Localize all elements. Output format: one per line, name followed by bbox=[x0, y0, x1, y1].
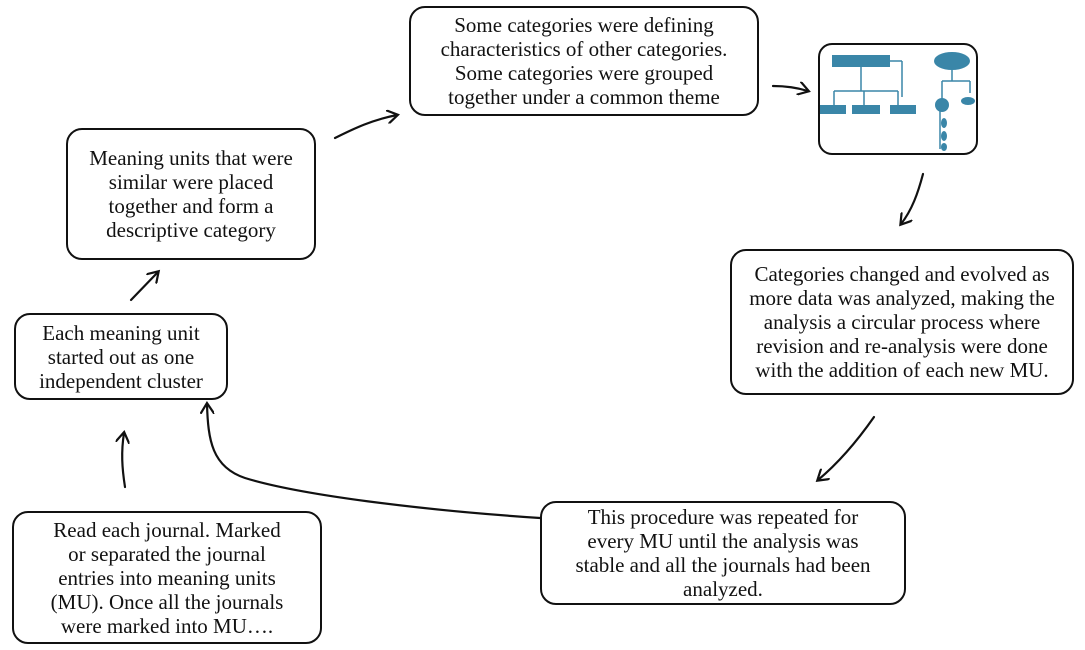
arrow-read-to-cluster bbox=[122, 433, 125, 489]
step-independent-cluster: Each meaning unit started out as one ind… bbox=[14, 313, 228, 400]
hierarchy-diagram-graphic bbox=[820, 52, 975, 151]
step-repeated-procedure: This procedure was repeated for every MU… bbox=[540, 501, 906, 605]
step-read-journal: Read each journal. Marked or separated t… bbox=[12, 511, 322, 644]
arrow-cluster-to-category bbox=[129, 272, 158, 302]
step-common-theme: Some categories were defining characteri… bbox=[409, 6, 759, 116]
arrow-theme-to-diagram bbox=[771, 86, 808, 91]
arrow-circular-to-repeated bbox=[818, 415, 876, 480]
step-circular-process: Categories changed and evolved as more d… bbox=[730, 249, 1074, 395]
arrow-diagram-to-circular bbox=[901, 172, 925, 224]
hierarchy-diagram-icon bbox=[818, 43, 978, 155]
arrow-repeated-to-cluster bbox=[207, 404, 542, 520]
arrow-category-to-theme bbox=[333, 115, 397, 140]
step-descriptive-category: Meaning units that were similar were pla… bbox=[66, 128, 316, 260]
